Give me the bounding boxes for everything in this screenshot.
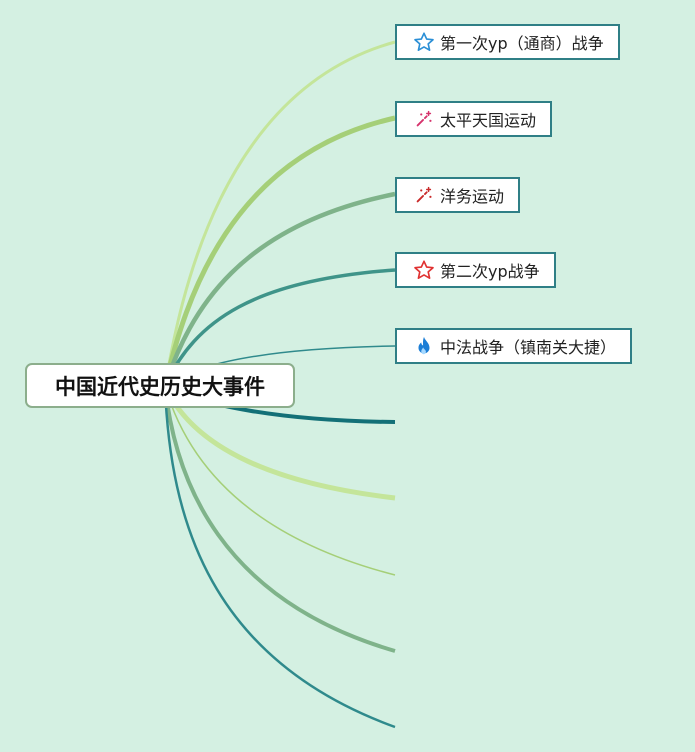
topic-label: 第二次yp战争 — [440, 262, 540, 281]
star-outline-icon — [413, 259, 435, 281]
branch-line-9 — [163, 385, 396, 653]
topic-taiping-movement[interactable]: 太平天国运动 — [395, 101, 553, 137]
branch-line-2 — [162, 115, 396, 387]
topic-label: 第一次yp（通商）战争 — [440, 34, 604, 53]
branch-line-10 — [163, 385, 396, 729]
branch-line-8 — [164, 385, 396, 576]
topic-label: 中法战争（镇南关大捷） — [440, 338, 617, 357]
branch-line-4 — [163, 268, 396, 387]
sparkle-wand-icon — [413, 108, 435, 130]
topic-opium-war-1[interactable]: 第一次yp（通商）战争 — [395, 24, 620, 60]
sparkle-wand-icon — [413, 184, 435, 206]
topic-westernization-movement[interactable]: 洋务运动 — [395, 177, 521, 213]
topic-sino-french-war[interactable]: 中法战争（镇南关大捷） — [395, 328, 633, 364]
branch-line-3 — [162, 191, 396, 387]
topic-label: 太平天国运动 — [440, 111, 537, 130]
root-topic-label: 中国近代史历史大事件 — [55, 374, 265, 399]
star-outline-icon — [413, 31, 435, 53]
root-topic[interactable]: 中国近代史历史大事件 — [25, 363, 295, 408]
flame-icon — [413, 335, 435, 357]
branch-line-1 — [163, 40, 396, 387]
topic-opium-war-2[interactable]: 第二次yp战争 — [395, 252, 556, 288]
topic-label: 洋务运动 — [440, 187, 505, 206]
